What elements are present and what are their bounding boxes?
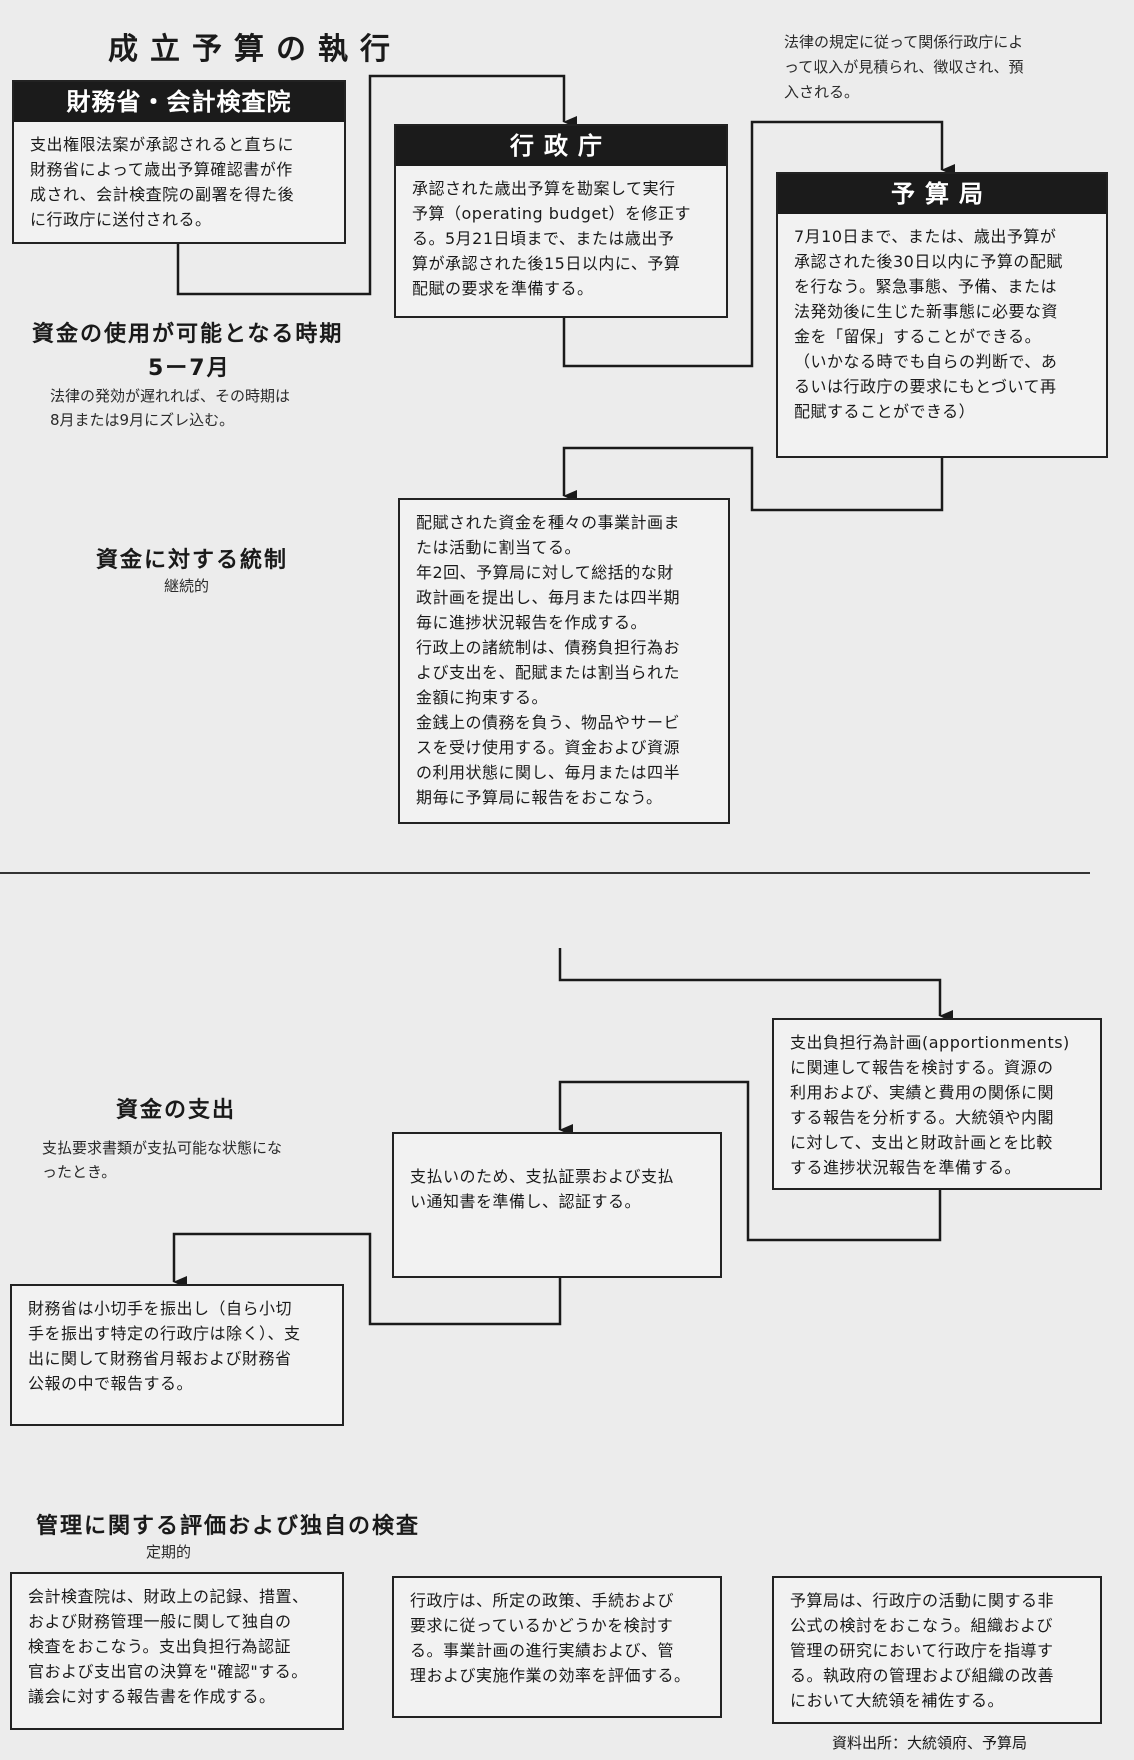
- box-shiharai-body: 支払いのため、支払証票および支払 い通知書を準備し、認証する。: [410, 1167, 675, 1211]
- section-divider: [0, 872, 1090, 874]
- stage4-note: 定期的: [146, 1543, 192, 1561]
- box-yosankyoku: 予算局 7月10日まで、または、歳出予算が 承認された後30日以内に予算の配賦 …: [776, 172, 1108, 458]
- box-kogitte: 財務省は小切手を振出し（自ら小切 手を振出す特定の行政庁は除く）、支 出に関して…: [10, 1284, 344, 1426]
- box-gyoseicho: 行政庁 承認された歳出予算を勘案して実行 予算（operating budget…: [394, 124, 728, 318]
- revenue-note: 法律の規定に従って関係行政庁によ って収入が見積られ、徴収され、預 入される。: [784, 33, 1024, 101]
- arrow-yosankyoku-to-haifu: [562, 446, 944, 512]
- page-title: 成立予算の執行: [108, 32, 402, 67]
- box-yosankyoku-header: 予算局: [778, 174, 1106, 214]
- stage2-note: 継続的: [164, 577, 210, 595]
- box-audit-budget: 予算局は、行政庁の活動に関する非 公式の検討をおこなう。組織および 管理の研究に…: [772, 1576, 1102, 1724]
- stage2-heading: 資金に対する統制: [96, 548, 289, 573]
- stage3-note: 支払要求書類が支払可能な状態にな ったとき。: [42, 1139, 283, 1181]
- stage4-heading: 管理に関する評価および独自の検査: [36, 1514, 421, 1539]
- arrow-shiharai-to-kogitte: [172, 1232, 562, 1326]
- arrow-to-apportion: [558, 948, 953, 1022]
- box-haifu-body: 配賦された資金を種々の事業計画ま たは活動に割当てる。 年2回、予算局に対して総…: [416, 513, 681, 807]
- box-audit-gao: 会計検査院は、財政上の記録、措置、 および財務管理一般に関して独自の 検査をおこ…: [10, 1572, 344, 1730]
- box-gyoseicho-body: 承認された歳出予算を勘案して実行 予算（operating budget）を修正…: [412, 179, 692, 298]
- box-audit-agency-body: 行政庁は、所定の政策、手続および 要求に従っているかどうかを検討す る。事業計画…: [410, 1591, 691, 1685]
- box-zaimusho: 財務省・会計検査院 支出権限法案が承認されると直ちに 財務省によって歳出予算確認…: [12, 80, 346, 244]
- box-audit-gao-body: 会計検査院は、財政上の記録、措置、 および財務管理一般に関して独自の 検査をおこ…: [28, 1587, 309, 1706]
- box-audit-agency: 行政庁は、所定の政策、手続および 要求に従っているかどうかを検討す る。事業計画…: [392, 1576, 722, 1718]
- box-audit-budget-body: 予算局は、行政庁の活動に関する非 公式の検討をおこなう。組織および 管理の研究に…: [790, 1591, 1055, 1710]
- arrow-gyoseicho-to-yosankyoku: [562, 120, 955, 368]
- source-note: 資料出所：大統領府、予算局: [832, 1734, 1028, 1752]
- box-shiharai: 支払いのため、支払証票および支払 い通知書を準備し、認証する。: [392, 1132, 722, 1278]
- box-kogitte-body: 財務省は小切手を振出し（自ら小切 手を振出す特定の行政庁は除く）、支 出に関して…: [28, 1299, 301, 1393]
- box-gyoseicho-header: 行政庁: [396, 126, 726, 166]
- box-zaimusho-body: 支出権限法案が承認されると直ちに 財務省によって歳出予算確認書が作 成され、会計…: [30, 135, 295, 229]
- box-zaimusho-header: 財務省・会計検査院: [14, 82, 344, 122]
- stage1-heading: 資金の使用が可能となる時期: [32, 322, 344, 347]
- box-apportion: 支出負担行為計画(apportionments) に関連して報告を検討する。資源…: [772, 1018, 1102, 1190]
- stage1-period: 5ー7月: [148, 356, 231, 381]
- stage3-heading: 資金の支出: [116, 1098, 237, 1123]
- arrow-apportion-to-shiharai: [558, 1080, 942, 1242]
- box-yosankyoku-body: 7月10日まで、または、歳出予算が 承認された後30日以内に予算の配賦 を行なう…: [794, 227, 1063, 421]
- box-haifu: 配賦された資金を種々の事業計画ま たは活動に割当てる。 年2回、予算局に対して総…: [398, 498, 730, 824]
- arrow-zaimusho-to-gyoseicho: [176, 74, 577, 296]
- box-apportion-body: 支出負担行為計画(apportionments) に関連して報告を検討する。資源…: [790, 1033, 1070, 1177]
- stage1-note: 法律の発効が遅れれば、その時期は 8月または9月にズレ込む。: [50, 387, 291, 429]
